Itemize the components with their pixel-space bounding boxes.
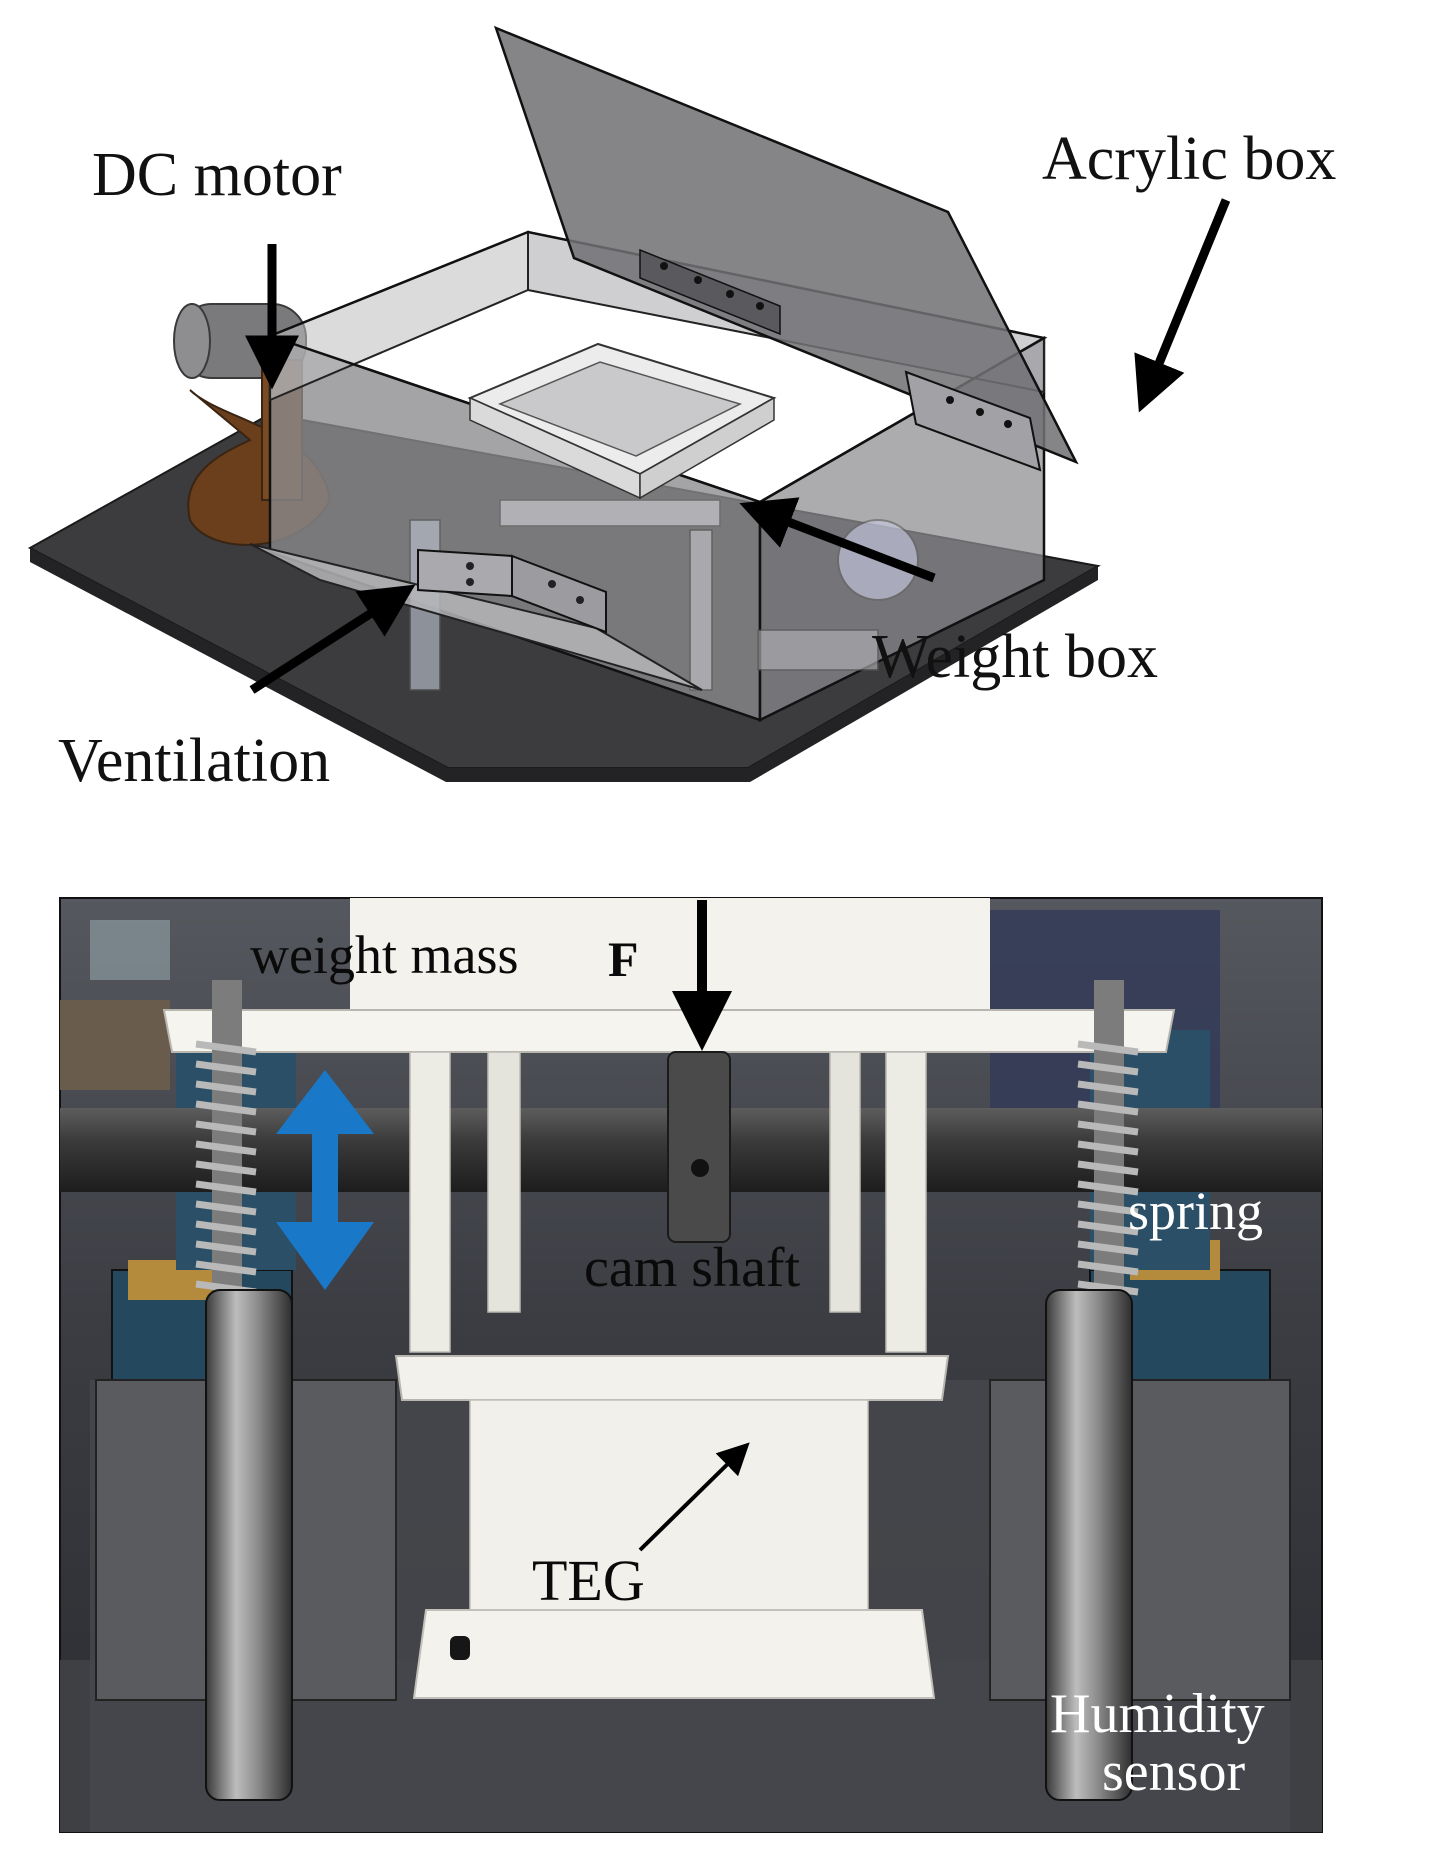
double-arrow-vertical-icon xyxy=(276,1070,374,1290)
label-ventilation: Ventilation xyxy=(58,727,331,795)
weight-mass-column xyxy=(350,898,990,1028)
weight-box xyxy=(467,342,777,500)
ventilation-arrow xyxy=(249,584,416,694)
lid-hinge-right xyxy=(904,370,1042,472)
base-plate-edge xyxy=(30,548,1098,782)
guide-post-right xyxy=(1045,1289,1133,1801)
cad-model xyxy=(27,25,1231,782)
label-cam-shaft: cam shaft xyxy=(584,1237,801,1299)
support-rod-2 xyxy=(487,1051,521,1313)
teg-housing xyxy=(469,1399,869,1611)
lid-hinge-left xyxy=(639,248,781,336)
label-weight-mass: weight mass xyxy=(250,925,519,985)
label-spring: spring xyxy=(1128,1181,1263,1241)
spring-left xyxy=(195,980,257,1310)
support-rod-1 xyxy=(409,1051,451,1353)
acrylic-box-back-wall xyxy=(269,230,529,402)
support-rod-4 xyxy=(885,1051,927,1353)
label-teg: TEG xyxy=(532,1548,645,1613)
teg-base xyxy=(412,1609,936,1699)
label-acrylic-box: Acrylic box xyxy=(1042,125,1337,193)
support-rod-3 xyxy=(829,1051,861,1313)
label-dc-motor: DC motor xyxy=(92,141,342,209)
front-hinge xyxy=(417,548,607,634)
acrylic-lid xyxy=(493,25,1079,465)
ventilation-flap xyxy=(249,543,703,691)
weight-box-arrow xyxy=(739,497,936,583)
acrylic-box-arrow xyxy=(1134,198,1231,413)
spring-right xyxy=(1077,980,1139,1310)
label-force: F xyxy=(608,931,639,987)
background-table-left xyxy=(60,1000,170,1090)
photo-panel xyxy=(59,897,1323,1833)
middle-plate xyxy=(394,1355,950,1401)
label-humidity-line1: Humidity xyxy=(1050,1683,1265,1745)
cam xyxy=(667,1051,731,1243)
guide-post-left xyxy=(205,1289,293,1801)
top-plate xyxy=(162,1009,1176,1053)
side-block-right xyxy=(989,1379,1291,1701)
label-humidity-line2: sensor xyxy=(1102,1741,1246,1803)
background-window xyxy=(90,920,170,980)
teg-base-bolt xyxy=(450,1636,470,1660)
cam-bolt xyxy=(691,1159,709,1177)
label-weight-box: Weight box xyxy=(872,623,1159,691)
teg-arrow xyxy=(638,1442,750,1552)
